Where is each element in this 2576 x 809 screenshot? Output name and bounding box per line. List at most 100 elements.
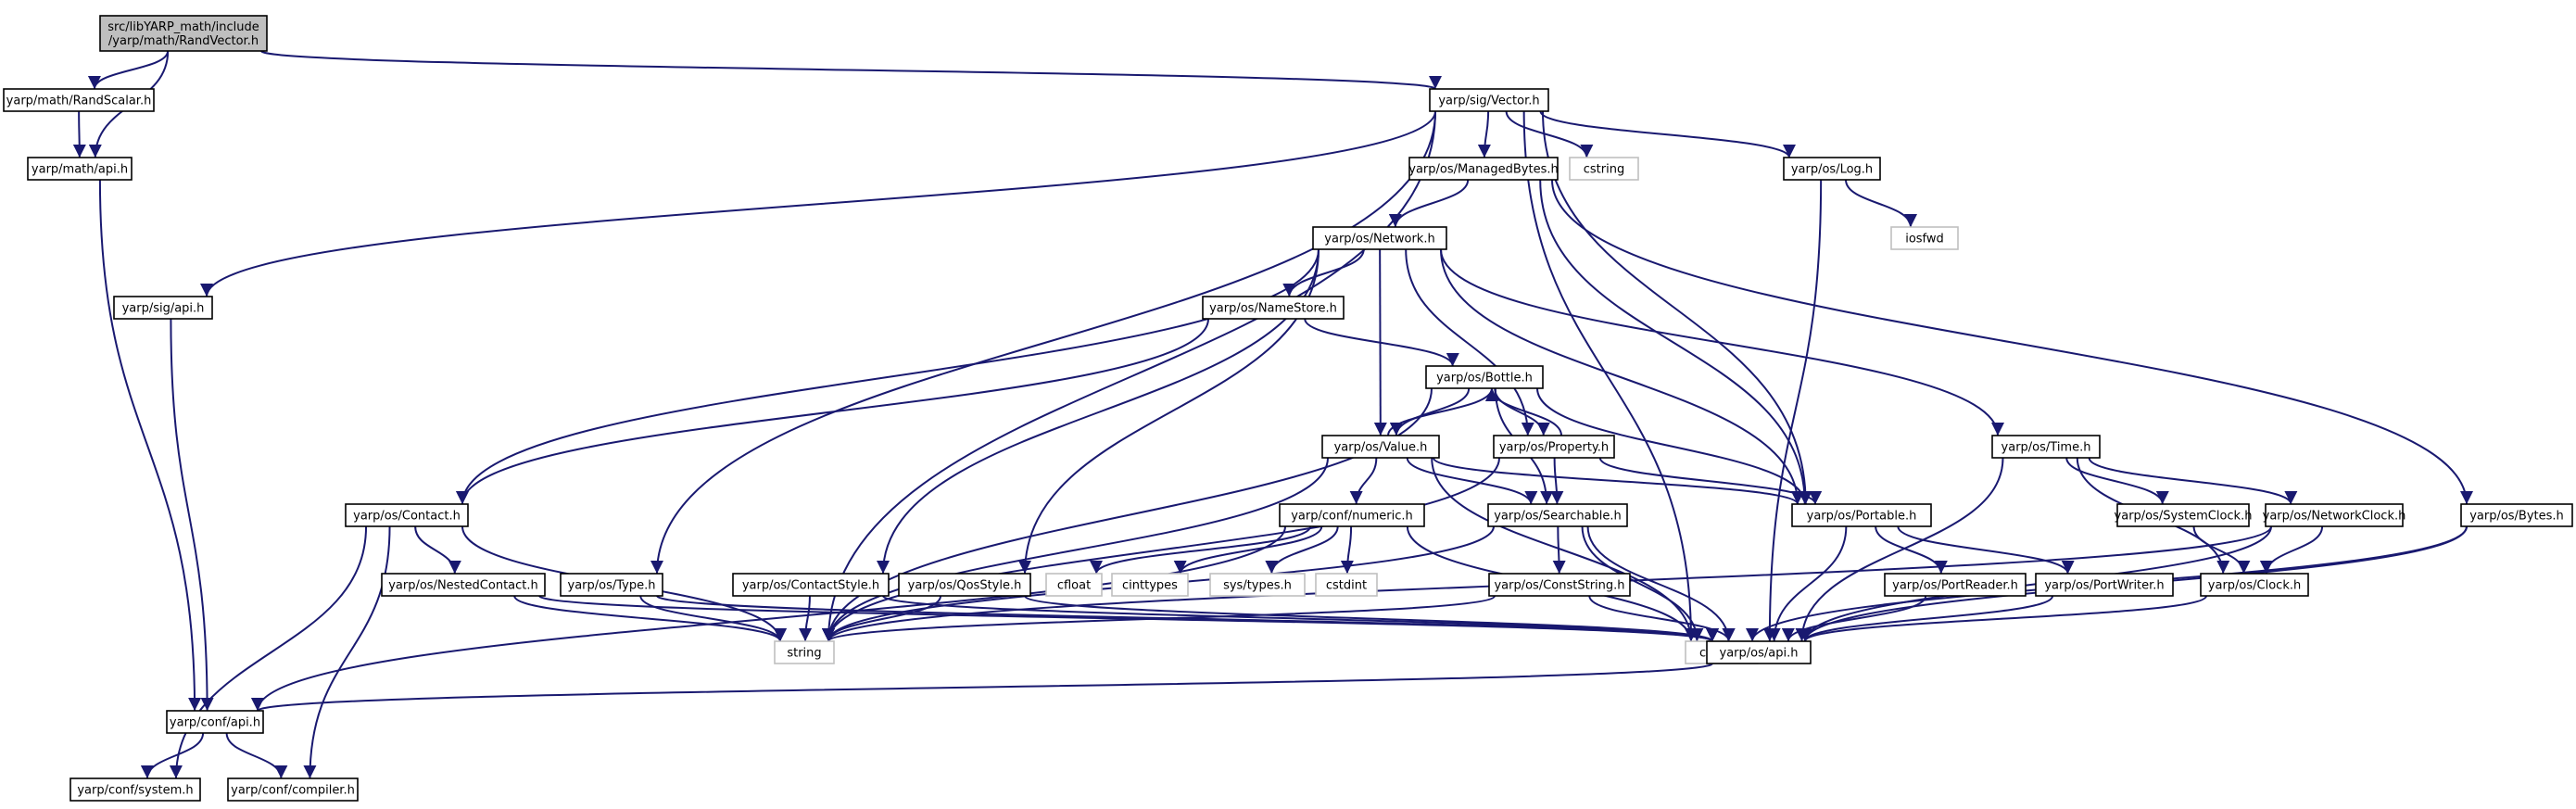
edge-portreader-to-osapi xyxy=(1781,595,1927,642)
edge-network-to-time xyxy=(1440,248,2004,436)
edge-sigvector-to-string xyxy=(822,110,1436,642)
node-log[interactable]: yarp/os/Log.h xyxy=(1783,157,1881,181)
edge-searchable-to-osapi xyxy=(1586,525,1736,642)
node-type[interactable]: yarp/os/Type.h xyxy=(560,573,663,597)
node-label: yarp/os/NestedContact.h xyxy=(388,579,538,593)
node-managedbytes[interactable]: yarp/os/ManagedBytes.h xyxy=(1408,157,1559,181)
node-label: yarp/os/PortWriter.h xyxy=(2044,579,2164,593)
node-label: cstring xyxy=(1584,163,1624,177)
edge-log-to-iosfwd xyxy=(1845,179,1917,228)
edge-systemclock-to-clock xyxy=(2192,525,2251,575)
node-box xyxy=(166,710,264,734)
edge-property-to-string xyxy=(822,457,1500,642)
node-portable[interactable]: yarp/os/Portable.h xyxy=(1791,503,1932,527)
edge-time-to-osapi xyxy=(1795,457,2004,642)
header-nodes: src/libYARP_math/include/yarp/math/RandV… xyxy=(3,15,2573,802)
node-root: src/libYARP_math/include/yarp/math/RandV… xyxy=(99,15,268,52)
edge-randscalar-to-mathapi xyxy=(72,110,86,158)
edge-numeric-to-systypes xyxy=(1265,525,1339,575)
node-property[interactable]: yarp/os/Property.h xyxy=(1493,435,1615,459)
node-box xyxy=(1429,88,1549,112)
edge-qosstyle-to-osapi xyxy=(1024,595,1719,642)
node-box xyxy=(1315,573,1378,597)
node-box xyxy=(1312,226,1447,250)
node-compiler[interactable]: yarp/conf/compiler.h xyxy=(227,777,359,802)
node-portwriter[interactable]: yarp/os/PortWriter.h xyxy=(2035,573,2174,597)
edge-contact-to-system xyxy=(169,525,368,779)
edge-network-to-namestore xyxy=(1282,248,1365,297)
node-box xyxy=(227,777,359,802)
node-searchable[interactable]: yarp/os/Searchable.h xyxy=(1487,503,1628,527)
node-contact[interactable]: yarp/os/Contact.h xyxy=(345,503,469,527)
node-network[interactable]: yarp/os/Network.h xyxy=(1312,226,1447,250)
node-cfloat: cfloat xyxy=(1045,573,1103,597)
node-box xyxy=(69,777,201,802)
node-box xyxy=(1991,435,2101,459)
node-label: yarp/os/Type.h xyxy=(568,579,656,593)
edge-confapi-to-compiler xyxy=(225,732,288,779)
node-randscalar[interactable]: yarp/math/RandScalar.h xyxy=(3,88,155,112)
node-contactstyle[interactable]: yarp/os/ContactStyle.h xyxy=(732,573,890,597)
edge-property-to-searchable xyxy=(1550,457,1564,505)
edge-osapi-to-confapi xyxy=(251,663,1713,712)
node-label: yarp/os/Log.h xyxy=(1791,163,1873,177)
node-nestedcontact[interactable]: yarp/os/NestedContact.h xyxy=(381,573,546,597)
edge-value-to-cstddef xyxy=(1431,457,1698,642)
node-namestore[interactable]: yarp/os/NameStore.h xyxy=(1202,296,1345,320)
node-conststring[interactable]: yarp/os/ConstString.h xyxy=(1488,573,1631,597)
edge-value-to-numeric xyxy=(1349,457,1378,505)
node-label: yarp/os/ManagedBytes.h xyxy=(1408,163,1558,177)
edge-mathapi-to-confapi xyxy=(98,179,202,712)
edge-portable-to-osapi xyxy=(1767,525,1848,642)
node-string: string xyxy=(774,640,835,664)
node-sigapi[interactable]: yarp/sig/api.h xyxy=(113,296,213,320)
node-confapi[interactable]: yarp/conf/api.h xyxy=(166,710,264,734)
node-box xyxy=(2460,503,2573,527)
node-label: yarp/math/api.h xyxy=(32,163,128,177)
edge-bottle-to-portable xyxy=(1536,387,1812,505)
edge-time-to-systemclock xyxy=(2065,457,2169,505)
node-box xyxy=(1045,573,1103,597)
edge-conststring-to-osapi xyxy=(1588,595,1736,642)
node-sigvector[interactable]: yarp/sig/Vector.h xyxy=(1429,88,1549,112)
node-label: cinttypes xyxy=(1122,579,1178,593)
edge-managedbytes-to-portable xyxy=(1539,179,1812,505)
node-portreader[interactable]: yarp/os/PortReader.h xyxy=(1884,573,2027,597)
dependency-edges xyxy=(72,50,2473,779)
node-box xyxy=(1493,435,1615,459)
node-box xyxy=(2116,503,2250,527)
node-qosstyle[interactable]: yarp/os/QosStyle.h xyxy=(898,573,1031,597)
node-time[interactable]: yarp/os/Time.h xyxy=(1991,435,2101,459)
node-box xyxy=(1488,573,1631,597)
node-label: yarp/conf/numeric.h xyxy=(1291,510,1413,524)
node-bottle[interactable]: yarp/os/Bottle.h xyxy=(1425,365,1544,389)
node-label: yarp/conf/api.h xyxy=(170,716,260,730)
node-iosfwd: iosfwd xyxy=(1890,226,1959,250)
edge-numeric-to-cstdint xyxy=(1340,525,1354,575)
node-label: string xyxy=(787,647,821,661)
edge-numeric-to-confapi xyxy=(251,525,1286,712)
node-numeric[interactable]: yarp/conf/numeric.h xyxy=(1279,503,1425,527)
node-clock[interactable]: yarp/os/Clock.h xyxy=(2200,573,2309,597)
node-label: yarp/sig/Vector.h xyxy=(1438,95,1539,108)
node-box xyxy=(27,157,133,181)
edge-portwriter-to-osapi xyxy=(1799,595,2054,642)
node-box xyxy=(1890,226,1959,250)
node-networkclock[interactable]: yarp/os/NetworkClock.h xyxy=(2263,503,2406,527)
node-label: yarp/os/SystemClock.h xyxy=(2115,510,2253,524)
node-value[interactable]: yarp/os/Value.h xyxy=(1321,435,1440,459)
node-cstring: cstring xyxy=(1569,157,1639,181)
node-label: yarp/os/Bytes.h xyxy=(2469,510,2564,524)
node-osapi[interactable]: yarp/os/api.h xyxy=(1706,640,1812,664)
node-box xyxy=(732,573,890,597)
node-system[interactable]: yarp/conf/system.h xyxy=(69,777,201,802)
node-box xyxy=(1202,296,1345,320)
edge-network-to-portable xyxy=(1440,248,1804,505)
node-mathapi[interactable]: yarp/math/api.h xyxy=(27,157,133,181)
node-label: yarp/os/Contact.h xyxy=(353,510,461,524)
node-box xyxy=(1408,157,1559,181)
node-systemclock[interactable]: yarp/os/SystemClock.h xyxy=(2115,503,2253,527)
edge-sigvector-to-cstring xyxy=(1505,110,1594,158)
edge-clock-to-osapi xyxy=(1799,595,2207,642)
node-bytes[interactable]: yarp/os/Bytes.h xyxy=(2460,503,2573,527)
